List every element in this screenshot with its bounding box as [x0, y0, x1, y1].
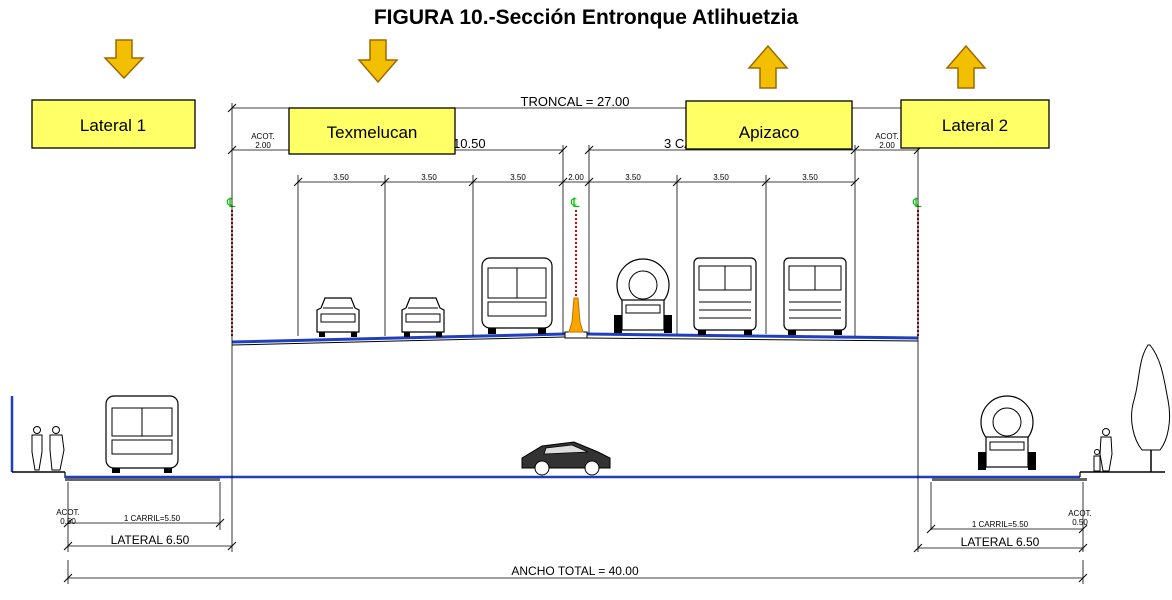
- figure-title: FIGURA 10.-Sección Entronque Atlihuetzia: [373, 6, 799, 29]
- acot-right-word: ACOT.: [875, 132, 899, 141]
- lateral-left-pavement: [65, 478, 220, 481]
- bus-front-view: [481, 257, 553, 334]
- lane-width: 3.50: [625, 173, 641, 182]
- lateral-right-pavement: [932, 478, 1087, 481]
- pedestrians: [31, 426, 65, 471]
- centerline-symbol: ℄: [570, 195, 580, 210]
- lane-width: 3.50: [333, 173, 349, 182]
- acot-left-value: 2.00: [255, 141, 271, 150]
- acot-right-value: 2.00: [879, 141, 895, 150]
- acot-lateral-right-value: 0.50: [1072, 518, 1088, 527]
- label-lateral-1: Lateral 1: [31, 99, 196, 149]
- label-apizaco: Apizaco: [685, 100, 853, 150]
- median-width: 2.00: [568, 173, 584, 182]
- centerline-symbol: ℄: [226, 195, 236, 210]
- direction-arrows: [103, 39, 987, 89]
- median-barrier: [568, 297, 584, 333]
- pedestrians: [1093, 428, 1113, 472]
- car-front-view: [316, 297, 360, 337]
- carril-lateral-left: 1 CARRIL=5.50: [124, 514, 181, 523]
- deck-left-road: [231, 332, 566, 344]
- car-side-view: [521, 441, 611, 476]
- acot-lateral-right-word: ACOT.: [1068, 509, 1092, 518]
- svg-text:Texmelucan: Texmelucan: [327, 123, 418, 142]
- arrow-up-icon: [747, 44, 789, 89]
- svg-text:Lateral 2: Lateral 2: [942, 116, 1008, 135]
- lane-width: 3.50: [421, 173, 437, 182]
- lane-width: 3.50: [510, 173, 526, 182]
- svg-text:Lateral 1: Lateral 1: [80, 116, 146, 135]
- ground-level: [10, 396, 1165, 481]
- truck-front-view: [783, 257, 847, 335]
- svg-text:Apizaco: Apizaco: [739, 123, 799, 142]
- lateral-right-dimension: LATERAL 6.50: [961, 535, 1040, 549]
- lane-width: 3.50: [802, 173, 818, 182]
- bus-front-view: [105, 395, 179, 473]
- car-front-view: [401, 297, 445, 337]
- troncal-dimension: TRONCAL = 27.00: [521, 94, 630, 109]
- tanker-truck-front-view: [978, 395, 1036, 470]
- tree-icon: [1131, 344, 1171, 472]
- lateral-left-dimension: LATERAL 6.50: [111, 533, 190, 547]
- tanker-truck-front-view: [614, 258, 672, 333]
- acot-left-word: ACOT.: [251, 132, 275, 141]
- acot-lateral-left-value: 0.50: [60, 517, 76, 526]
- label-lateral-2: Lateral 2: [900, 99, 1050, 149]
- arrow-up-icon: [945, 44, 987, 89]
- deck-right-road: [586, 332, 919, 340]
- ancho-total-dimension: ANCHO TOTAL = 40.00: [511, 564, 639, 578]
- label-texmelucan: Texmelucan: [288, 107, 456, 155]
- dimension-lines: [67, 103, 1084, 584]
- acot-lateral-left-word: ACOT.: [56, 508, 80, 517]
- arrow-down-icon: [357, 39, 399, 84]
- truck-front-view: [693, 257, 757, 335]
- lane-width: 3.50: [713, 173, 729, 182]
- centerline-symbol: ℄: [912, 195, 922, 210]
- carril-lateral-right: 1 CARRIL=5.50: [972, 520, 1029, 529]
- arrow-down-icon: [103, 39, 145, 80]
